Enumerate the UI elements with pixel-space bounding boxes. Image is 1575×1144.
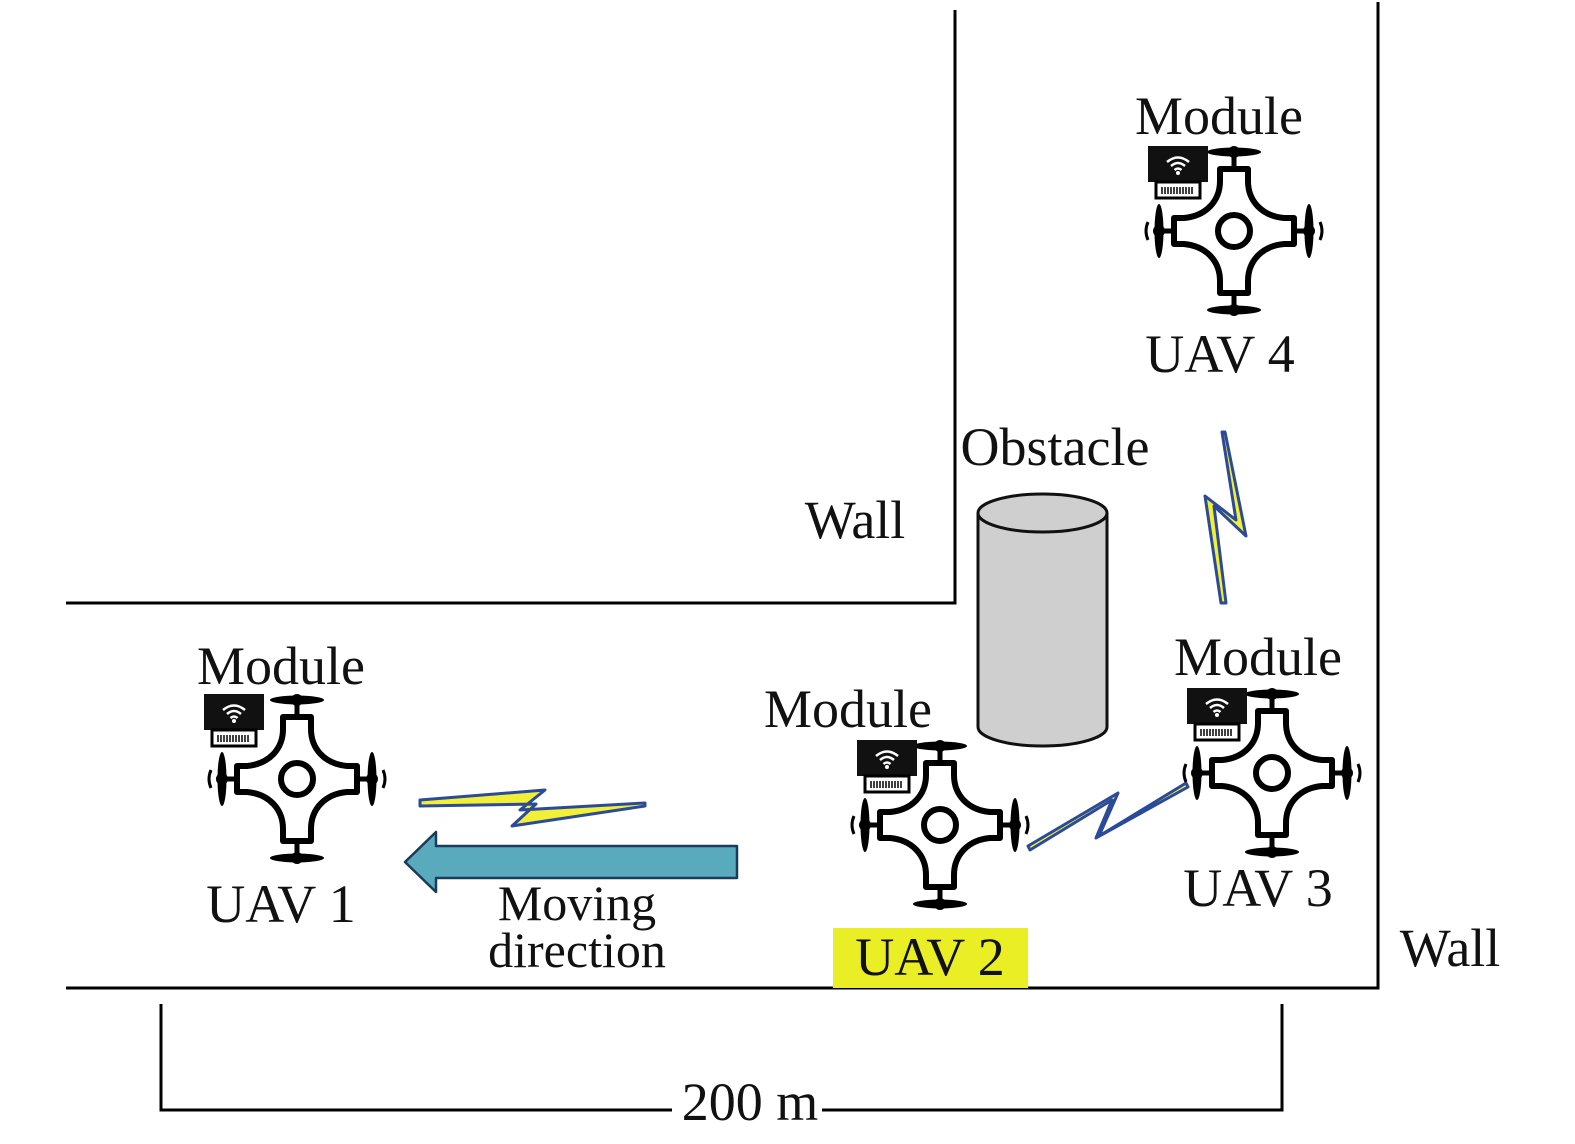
moving-direction-arrow-icon: [403, 830, 739, 894]
uav-1-name-label: UAV 1: [206, 874, 356, 934]
uav-3-module-label: Module: [1174, 627, 1342, 687]
wifi-module-icon: [855, 738, 919, 794]
obstacle-label: Obstacle: [961, 417, 1150, 477]
uav-3-name-label: UAV 3: [1183, 858, 1333, 918]
uav-2-highlight: [833, 928, 1028, 988]
wireless-link-icon: [418, 788, 647, 828]
uav-4-name-label: UAV 4: [1145, 324, 1295, 384]
uav-2: Module UAV 2: [764, 679, 1028, 988]
wifi-module-icon: [202, 692, 266, 748]
uav-3: Module UAV 3: [1174, 627, 1360, 918]
uav-4: Module UAV 4: [1135, 86, 1322, 384]
wall-lines: [66, 2, 1380, 990]
wifi-module-icon: [1146, 144, 1210, 200]
wireless-link-icon: [1026, 781, 1190, 852]
obstacle-cylinder-icon: [976, 492, 1109, 748]
wall-label-upper: Wall: [805, 490, 906, 550]
moving-direction-label-line2: direction: [488, 922, 666, 978]
uav-1-module-label: Module: [197, 636, 365, 696]
dimension-label: 200 m: [682, 1072, 819, 1132]
uav-2-name-label: UAV 2: [855, 927, 1005, 987]
wireless-link-icon: [1203, 430, 1248, 605]
uav-1: Module UAV 1: [197, 636, 385, 934]
uav-2-module-label: Module: [764, 679, 932, 739]
moving-direction-label-line1: Moving: [498, 875, 656, 931]
wifi-module-icon: [1185, 686, 1249, 742]
wall-label-right: Wall: [1400, 918, 1501, 978]
dimension-line: [159, 1004, 1284, 1112]
uav-4-module-label: Module: [1135, 86, 1303, 146]
